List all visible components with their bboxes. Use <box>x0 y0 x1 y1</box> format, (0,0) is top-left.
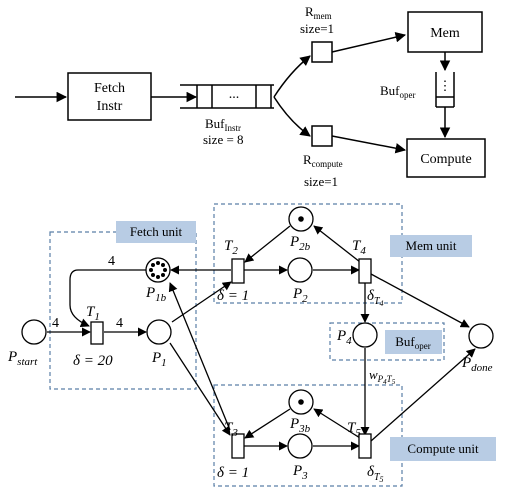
label-p-4: P4 <box>336 328 352 347</box>
compute-box <box>406 138 486 178</box>
instruction-buffer-dots: ... <box>229 87 240 102</box>
label-p-2b: P2b <box>289 234 311 253</box>
place-p-1 <box>146 319 172 345</box>
place-p-3b-token <box>298 399 304 405</box>
svg-text:Fetch unit: Fetch unit <box>130 224 183 239</box>
mem-label: Mem <box>430 26 460 41</box>
weight-t1-p1: 4 <box>116 316 123 331</box>
arc-t5-p3b <box>313 408 361 439</box>
r-compute-size: size=1 <box>304 174 338 189</box>
place-p-1b-tokens <box>149 261 167 279</box>
buf-oper-label: Bufoper <box>380 83 416 100</box>
label-t5-delta: δT5 <box>367 464 384 484</box>
operand-buffer-dots: ⋮ <box>439 78 452 93</box>
label-p-3b: P3b <box>289 416 311 435</box>
svg-text:Bufoper: Bufoper <box>395 334 431 351</box>
label-t1-delay: δ = 20 <box>73 353 113 369</box>
transition-t2 <box>231 258 245 284</box>
arc-p2b-t2 <box>244 225 291 263</box>
label-t4: T4 <box>352 238 366 257</box>
compute-unit-badge: Compute unit <box>390 437 496 461</box>
fetch-instr-label-1: Fetch <box>94 81 125 96</box>
fetch-instr-label-2: Instr <box>97 99 123 114</box>
arc-p1-t3 <box>169 342 231 436</box>
svg-text:Compute unit: Compute unit <box>407 441 479 456</box>
r-mem-size: size=1 <box>300 21 334 36</box>
fetch-unit-region <box>49 231 197 390</box>
mem-unit-badge: Mem unit <box>390 235 472 257</box>
label-t2-delay: δ = 1 <box>217 288 249 304</box>
mem-unit-region <box>213 203 403 304</box>
label-p-1b: P1b <box>145 285 167 304</box>
r-compute-box <box>311 125 333 147</box>
label-p-2: P2 <box>292 286 308 305</box>
weight-pstart-t1: 4 <box>52 316 59 331</box>
arc-t4-pdone <box>370 273 470 328</box>
weight-p4-t5: wP4T5 <box>369 367 396 386</box>
transition-t3 <box>231 433 245 459</box>
label-p-1: P1 <box>151 350 167 369</box>
instruction-buffer <box>180 84 274 109</box>
rmem-to-mem-arrow <box>331 32 407 53</box>
r-mem-label: Rmem <box>305 4 332 21</box>
buf-instr-size: size = 8 <box>203 132 244 147</box>
label-p-start: Pstart <box>7 349 38 368</box>
compute-label: Compute <box>420 152 471 167</box>
label-t1: T1 <box>86 304 100 323</box>
bufoper-region <box>329 322 445 361</box>
place-p-4 <box>352 322 378 348</box>
label-t2: T2 <box>224 238 238 257</box>
rcompute-to-compute-arrow <box>331 135 407 154</box>
compute-unit-region <box>213 384 403 487</box>
transition-t1 <box>90 321 104 345</box>
label-t5: T5 <box>347 420 361 439</box>
arc-t3-p1b <box>168 282 231 431</box>
weight-p1b-t1: 4 <box>108 254 115 269</box>
place-p-start <box>21 319 47 345</box>
arc-t5-pdone <box>370 348 476 442</box>
buffer-to-rcompute-arrow <box>273 96 311 137</box>
arc-t4-p2b <box>313 225 361 263</box>
label-t3: T3 <box>224 420 238 439</box>
place-p-2b-token <box>298 216 304 222</box>
place-p-done <box>468 323 494 349</box>
buf-instr-label: BufInstr <box>205 116 241 133</box>
place-p-3 <box>287 433 313 459</box>
r-compute-label: Rcompute <box>303 152 343 169</box>
transition-t4 <box>358 258 372 284</box>
bufoper-badge: Bufoper <box>385 330 442 354</box>
fetch-unit-badge: Fetch unit <box>116 221 196 243</box>
label-p-3: P3 <box>292 463 308 482</box>
transition-t5 <box>358 433 372 459</box>
label-t3-delay: δ = 1 <box>217 465 249 481</box>
arc-p1b-t1 <box>69 269 146 328</box>
arc-p1-t2 <box>171 281 232 323</box>
r-mem-box <box>311 41 333 63</box>
svg-text:Mem unit: Mem unit <box>406 238 457 253</box>
label-t4-delta: δT4 <box>367 288 384 308</box>
label-p-done: Pdone <box>461 355 493 374</box>
buffer-to-rmem-arrow <box>273 55 311 98</box>
place-p-2 <box>287 257 313 283</box>
arc-p3b-t3 <box>244 408 291 439</box>
